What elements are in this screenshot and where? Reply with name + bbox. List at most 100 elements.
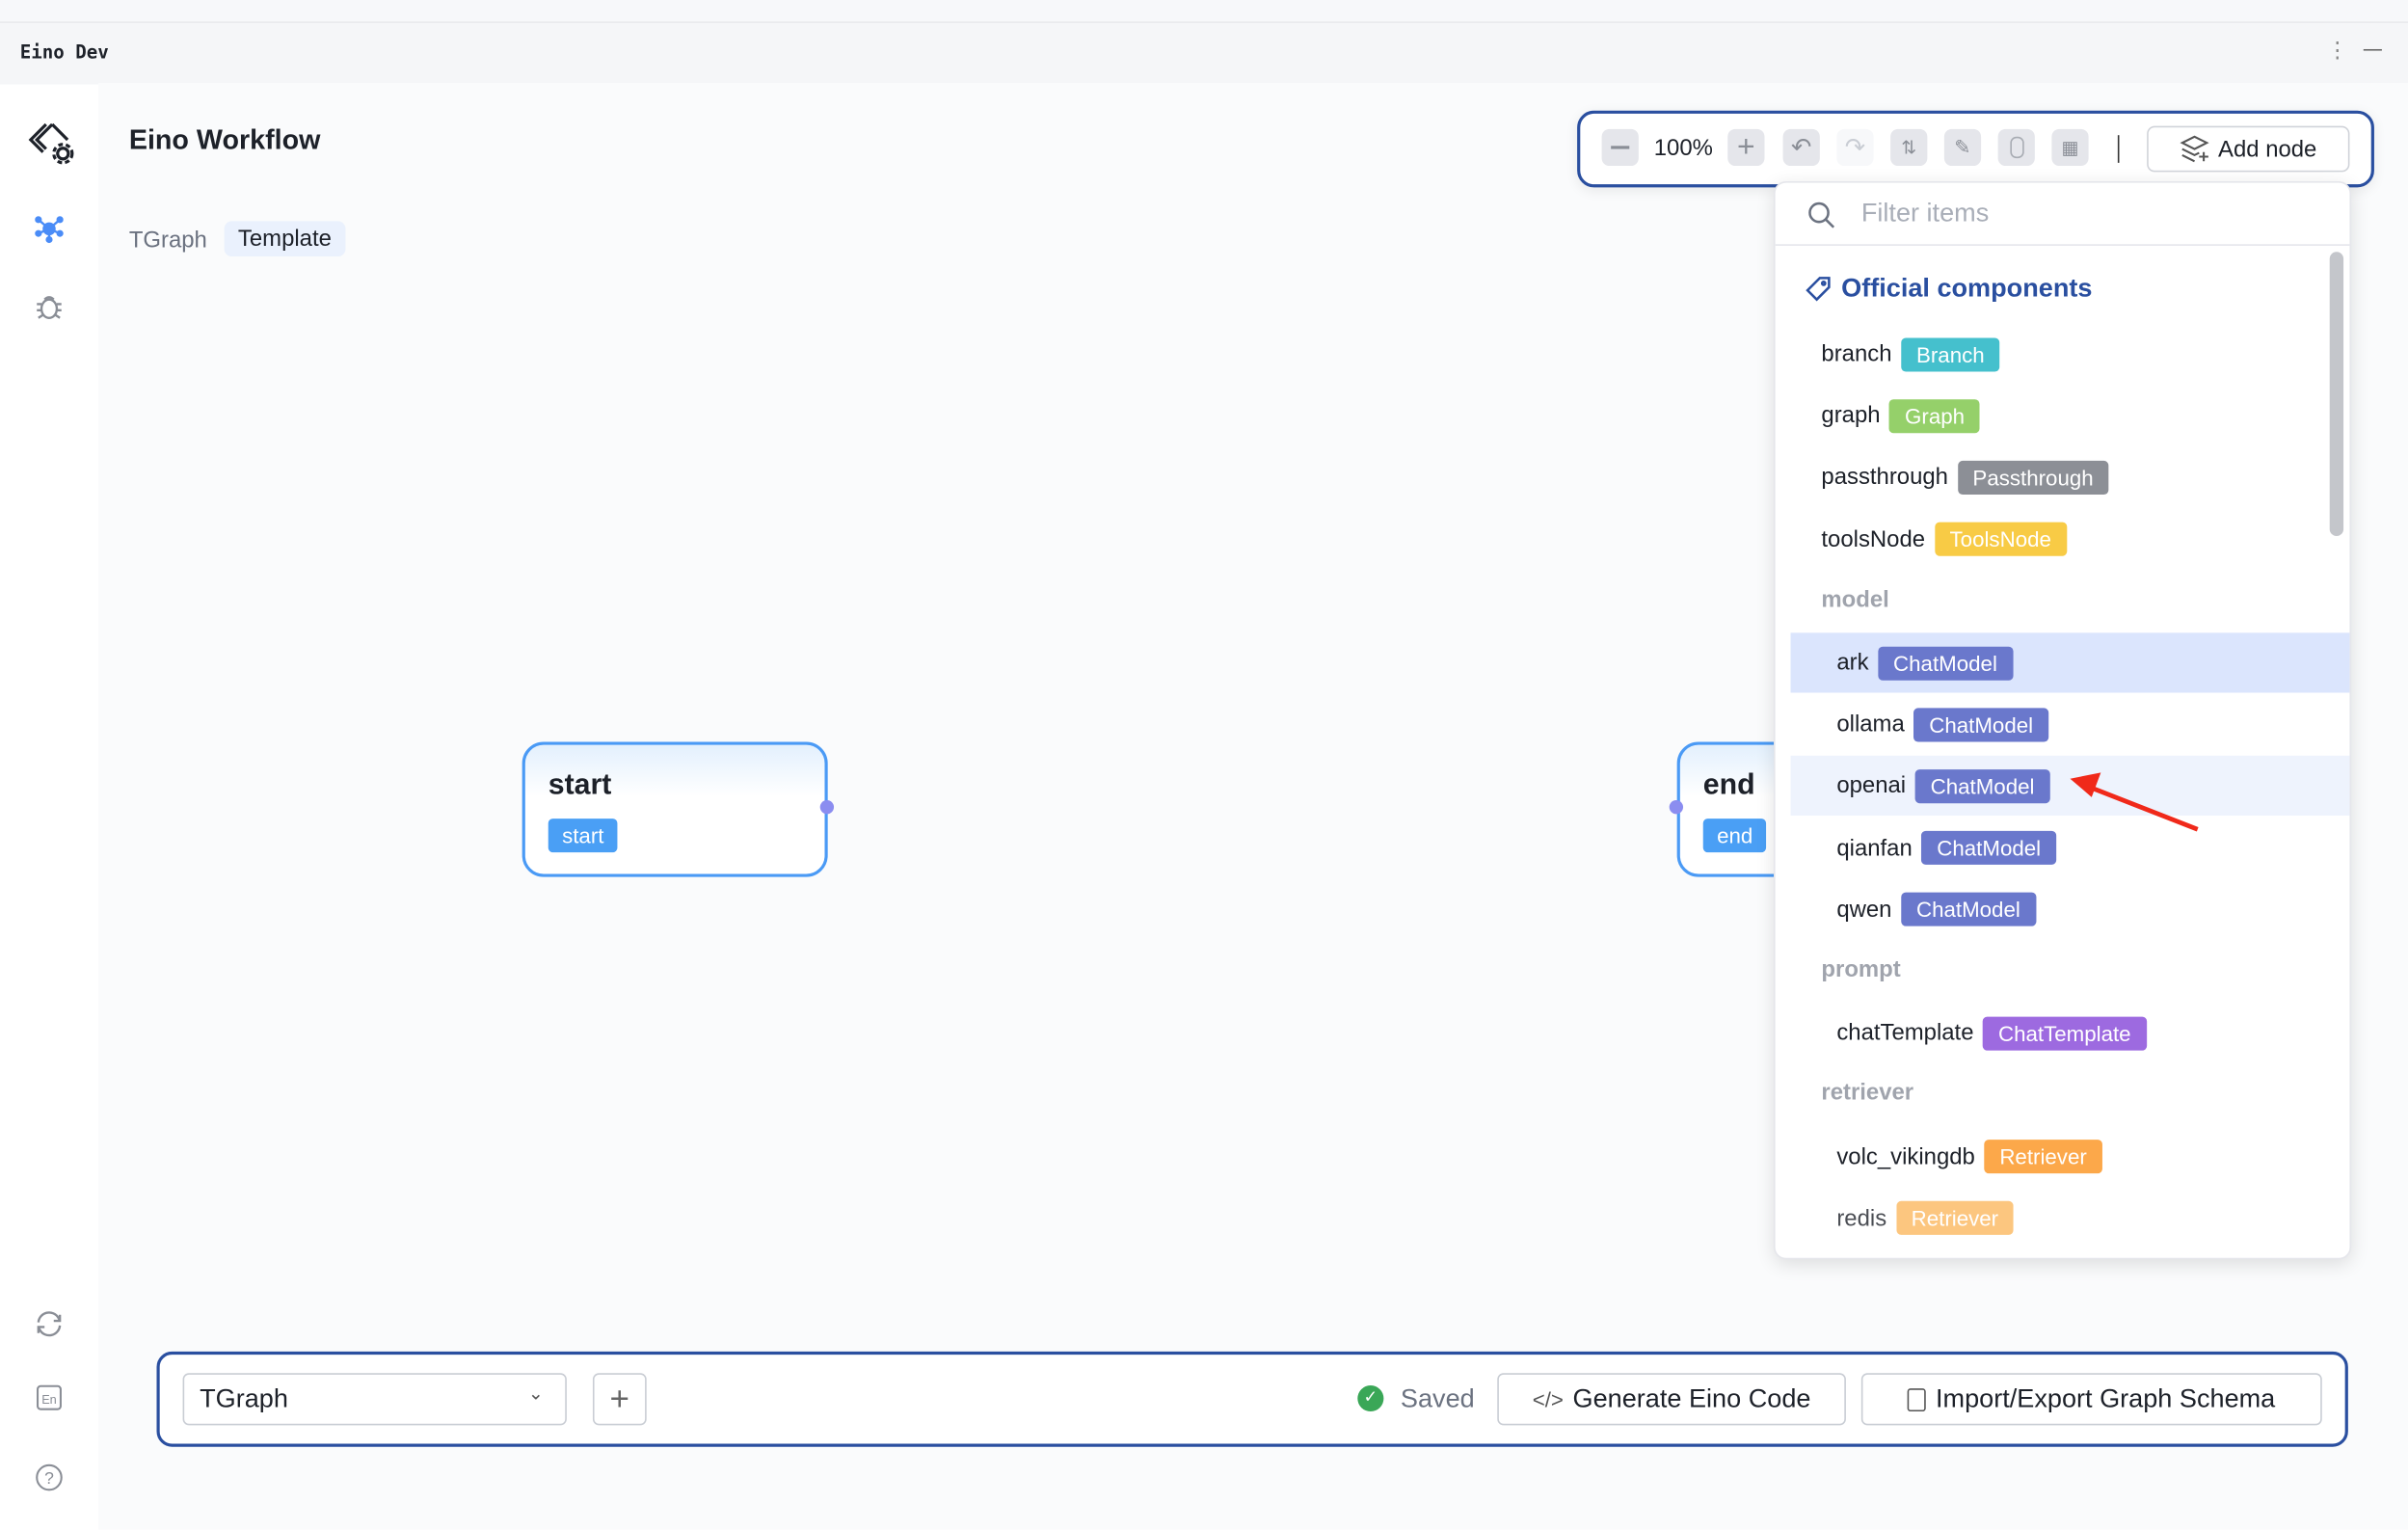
search-icon: [1806, 200, 1836, 230]
workflow-icon[interactable]: [31, 210, 67, 247]
component-item-volc_vikingdb[interactable]: volc_vikingdb Retriever: [1791, 1127, 2351, 1187]
undo-icon: ↶: [1791, 132, 1811, 163]
component-name: chatTemplate: [1836, 1020, 1973, 1046]
component-type-tag: ChatTemplate: [1983, 1016, 2146, 1050]
undo-button[interactable]: ↶: [1783, 129, 1820, 166]
group-header: model: [1821, 586, 1888, 612]
component-item-branch[interactable]: branch Branch: [1791, 324, 2337, 384]
component-item-graph[interactable]: graph Graph: [1791, 386, 2337, 445]
graph-select[interactable]: TGraph ⌄: [183, 1373, 567, 1425]
zoom-level: 100%: [1654, 135, 1713, 161]
component-type-tag: Branch: [1901, 337, 2000, 371]
bottom-bar: TGraph ⌄ + ✓ Saved </> Generate Eino Cod…: [156, 1352, 2347, 1447]
svg-text:En: En: [41, 1392, 57, 1407]
app-title: Eino Dev: [20, 41, 109, 63]
window-top: [0, 0, 2408, 21]
node-title: end: [1703, 769, 1755, 803]
help-icon[interactable]: ?: [31, 1459, 67, 1495]
component-type-tag: Retriever: [1984, 1140, 2101, 1173]
component-type-tag: Graph: [1889, 399, 1980, 433]
end-input-handle[interactable]: [1670, 800, 1683, 814]
minimap-button[interactable]: ▦: [2051, 129, 2088, 166]
component-item-passthrough[interactable]: passthrough Passthrough: [1791, 447, 2337, 507]
zoom-in-button[interactable]: +: [1727, 129, 1764, 166]
component-name: qianfan: [1836, 835, 1912, 861]
filter-input[interactable]: Filter items: [1776, 183, 2350, 246]
component-item-qwen[interactable]: qwen ChatModel: [1791, 880, 2351, 940]
section-official-components: Official components: [1805, 274, 2093, 305]
component-type-tag: ChatModel: [1921, 831, 2056, 865]
component-name: volc_vikingdb: [1836, 1143, 1974, 1169]
component-item-toolsnode[interactable]: toolsNode ToolsNode: [1791, 509, 2337, 569]
node-type-tag: end: [1703, 819, 1767, 852]
generate-code-label: Generate Eino Code: [1573, 1383, 1811, 1414]
save-status: Saved: [1401, 1383, 1475, 1414]
add-node-dropdown: Filter items Official components branch B…: [1774, 181, 2351, 1259]
component-name: ollama: [1836, 711, 1904, 738]
component-type-tag: ChatModel: [1878, 646, 2013, 680]
component-type-tag: ChatModel: [1915, 769, 2050, 803]
tag-icon: [1805, 275, 1833, 303]
component-type-tag: ToolsNode: [1935, 523, 2067, 556]
annotation-arrow: [2058, 761, 2211, 846]
minus-icon: [1611, 147, 1629, 148]
import-export-button[interactable]: Import/Export Graph Schema: [1861, 1373, 2322, 1425]
more-vertical-icon[interactable]: ⋮: [2327, 37, 2348, 63]
redo-icon: ↷: [1845, 132, 1865, 163]
logo-icon: [28, 120, 74, 166]
component-name: toolsNode: [1821, 526, 1925, 552]
svg-text:?: ?: [44, 1468, 54, 1488]
add-node-button[interactable]: Add node: [2147, 126, 2349, 173]
group-header: prompt: [1821, 957, 1900, 983]
node-title: start: [548, 769, 612, 803]
section-label: Official components: [1841, 274, 2092, 305]
generate-code-button[interactable]: </> Generate Eino Code: [1497, 1373, 1846, 1425]
toolbar-divider: [2118, 135, 2120, 163]
component-type-tag: ChatModel: [1901, 893, 2036, 926]
template-chip[interactable]: Template: [225, 221, 346, 256]
breadcrumb-graph[interactable]: TGraph: [129, 228, 207, 254]
component-item-chattemplate[interactable]: chatTemplate ChatTemplate: [1791, 1004, 2351, 1063]
component-name: passthrough: [1821, 465, 1948, 491]
component-type-tag: ChatModel: [1913, 708, 2048, 741]
node-start[interactable]: start start: [522, 741, 828, 876]
title-bar: Eino Dev ⋮: [0, 21, 2408, 84]
component-name: redis: [1836, 1205, 1886, 1231]
plus-icon: +: [610, 1380, 629, 1419]
clipboard-icon: [1908, 1387, 1926, 1410]
mouse-mode-button[interactable]: [1998, 129, 2035, 166]
plus-icon: +: [1737, 130, 1755, 166]
component-name: qwen: [1836, 897, 1891, 923]
component-item-ollama[interactable]: ollama ChatModel: [1791, 694, 2351, 754]
layers-add-icon: [2180, 134, 2210, 165]
auto-arrange-button[interactable]: ✎: [1944, 129, 1981, 166]
component-item-ark[interactable]: arkChatModel: [1791, 632, 2351, 692]
filter-placeholder: Filter items: [1861, 199, 1989, 229]
code-icon: </>: [1533, 1387, 1564, 1411]
zoom-out-button[interactable]: [1602, 129, 1639, 166]
magic-wand-icon: ✎: [1954, 135, 1970, 159]
add-node-label: Add node: [2218, 136, 2316, 162]
component-name: openai: [1836, 773, 1906, 799]
component-item-redis[interactable]: redis Retriever: [1791, 1189, 2351, 1248]
redo-button[interactable]: ↷: [1836, 129, 1873, 166]
language-icon[interactable]: En: [31, 1380, 67, 1416]
check-circle-icon: ✓: [1357, 1385, 1383, 1411]
add-graph-button[interactable]: +: [593, 1373, 647, 1425]
layout-button[interactable]: ⇅: [1890, 129, 1927, 166]
mouse-icon: [2010, 137, 2023, 158]
debug-icon[interactable]: [31, 289, 67, 326]
import-export-label: Import/Export Graph Schema: [1936, 1383, 2275, 1414]
graph-select-value: TGraph: [200, 1383, 288, 1414]
component-name: graph: [1821, 403, 1880, 429]
page-title: Eino Workflow: [129, 124, 321, 156]
component-type-tag: Passthrough: [1958, 461, 2109, 495]
start-output-handle[interactable]: [820, 800, 834, 814]
node-type-tag: start: [548, 819, 618, 852]
component-name: branch: [1821, 341, 1891, 367]
minimize-icon[interactable]: [2364, 49, 2382, 51]
component-type-tag: Retriever: [1896, 1201, 2014, 1235]
minimap-icon: ▦: [2061, 137, 2078, 158]
refresh-icon[interactable]: [31, 1305, 67, 1342]
canvas-toolbar: 100% + ↶ ↷ ⇅ ✎ ▦ Add node: [1577, 111, 2374, 188]
